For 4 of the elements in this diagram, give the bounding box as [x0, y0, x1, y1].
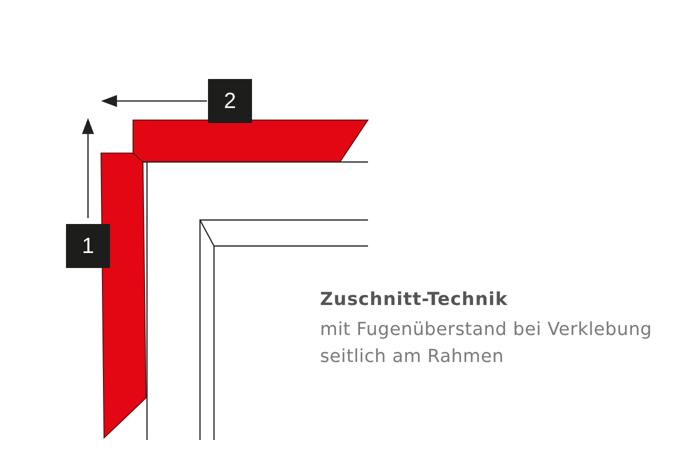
caption: mit Fugenüberstand bei Verklebung seitlich am Rahmen	[320, 318, 654, 369]
callout-number: 1	[66, 224, 110, 268]
title: Zuschnitt-Technik	[320, 289, 508, 310]
callout-number: 2	[208, 79, 252, 123]
